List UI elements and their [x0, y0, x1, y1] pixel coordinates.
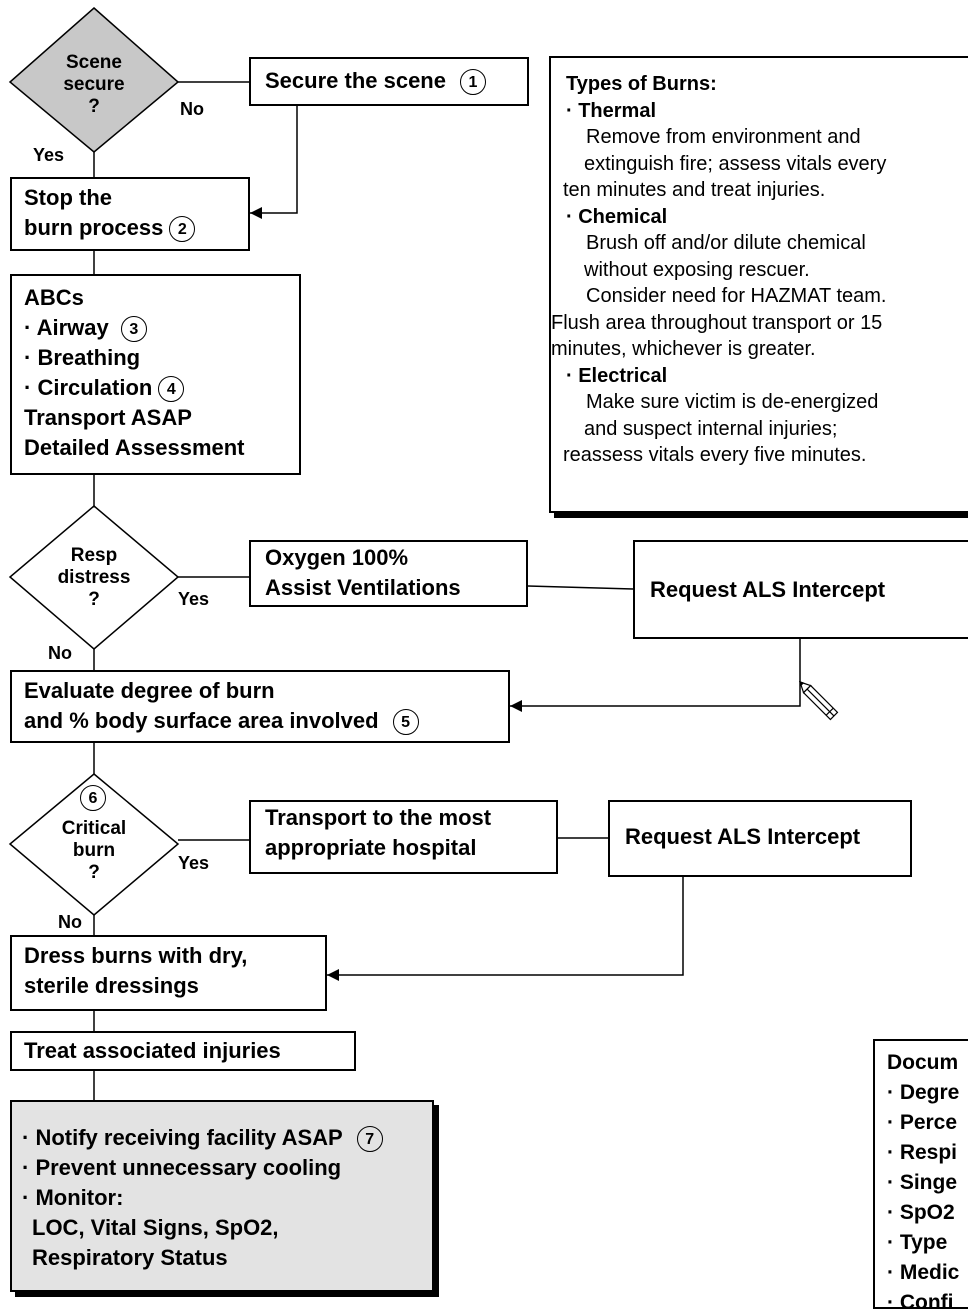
step-4-badge: 4 [158, 376, 185, 403]
decision-scene-secure: Scene secure ? [63, 52, 125, 117]
chemical-heading: · Chemical [566, 205, 668, 228]
burn-types-panel: Types of Burns: · Thermal Remove from en… [549, 56, 968, 513]
burn-types-title: Types of Burns: [566, 73, 717, 95]
decision-scene-secure-shape [8, 7, 180, 153]
critical-yes-label: Yes [178, 853, 210, 873]
request-als-box-2: Request ALS Intercept [608, 800, 912, 877]
scene-yes-label: Yes [33, 145, 65, 165]
documentation-panel: Docum · Degre · Perce · Respi · Singe · … [873, 1039, 968, 1309]
thermal-heading: · Thermal [566, 99, 657, 122]
step-6-badge: 6 [80, 785, 106, 811]
step-5-badge: 5 [392, 709, 419, 736]
decision-critical-burn-shape [8, 773, 180, 916]
scene-no-label: No [180, 99, 204, 119]
oxygen-box: Oxygen 100% Assist Ventilations [249, 540, 528, 607]
step-3-badge: 3 [120, 316, 147, 343]
transport-box: Transport to the most appropriate hospit… [249, 800, 558, 874]
step-2-badge: 2 [169, 216, 196, 243]
step-7-badge: 7 [356, 1126, 383, 1153]
resp-no-label: No [48, 643, 72, 663]
pencil-icon [799, 681, 839, 721]
resp-yes-label: Yes [178, 589, 210, 609]
step-1-badge: 1 [459, 69, 486, 96]
decision-resp-distress-shape [8, 505, 180, 650]
electrical-heading: · Electrical [566, 364, 668, 387]
critical-no-label: No [58, 912, 82, 932]
documentation-title: Docum [887, 1051, 959, 1074]
request-als-box-1: Request ALS Intercept [633, 540, 968, 639]
decision-critical-burn: Critical burn ? [61, 818, 127, 883]
evaluate-burn-box: Evaluate degree of burn and % body surfa… [10, 670, 510, 743]
dress-burns-box: Dress burns with dry, sterile dressings [10, 935, 327, 1011]
decision-resp-distress: Resp distress ? [57, 545, 131, 610]
treat-injuries-box: Treat associated injuries [10, 1031, 356, 1071]
